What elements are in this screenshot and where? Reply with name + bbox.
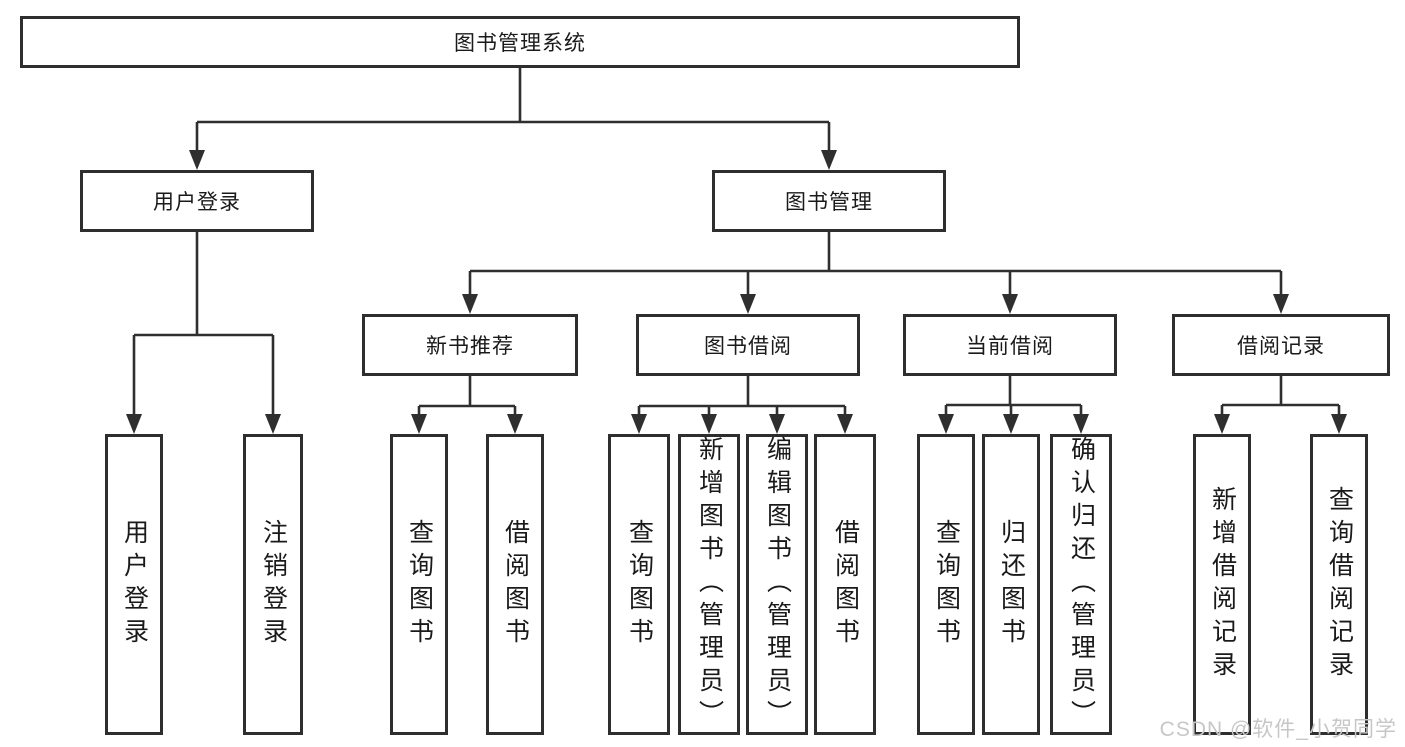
node-label: 新书推荐 (426, 335, 514, 358)
leaf-add-borrow-record: 新增借阅记录 (1193, 434, 1251, 735)
node-label: 借阅记录 (1237, 335, 1325, 358)
leaf-edit-books-admin: 编辑图书（管理员） (746, 434, 808, 735)
leaf-return-books: 归还图书 (982, 434, 1040, 735)
leaf-confirm-return-admin: 确认归还（管理员） (1050, 434, 1112, 735)
node-label: 用户登录 (120, 518, 149, 651)
node-label: 查询图书 (625, 518, 654, 651)
csdn-watermark: CSDN @软件_小贺同学 (1159, 718, 1397, 741)
arrowhead-icon (507, 414, 523, 434)
node-label: 注销登录 (259, 518, 288, 651)
leaf-borrow-books: 借阅图书 (814, 434, 876, 735)
node-library-system: 图书管理系统 (20, 16, 1020, 68)
arrowhead-icon (1003, 414, 1019, 434)
node-book-management: 图书管理 (712, 170, 946, 232)
leaf-query-books-recommend: 查询图书 (390, 434, 448, 735)
node-label: 新增借阅记录 (1208, 485, 1237, 684)
arrowhead-icon (462, 294, 478, 314)
node-label: 当前借阅 (966, 335, 1054, 358)
arrowhead-icon (1073, 414, 1089, 434)
node-label: 归还图书 (997, 518, 1026, 651)
arrowhead-icon (126, 414, 142, 434)
arrowhead-icon (265, 414, 281, 434)
leaf-borrow-books-recommend: 借阅图书 (486, 434, 544, 735)
node-label: 查询图书 (932, 518, 961, 651)
arrowhead-icon (411, 414, 427, 434)
arrowhead-icon (1331, 414, 1347, 434)
arrowhead-icon (938, 414, 954, 434)
node-label: 确认归还（管理员） (1067, 436, 1096, 733)
arrowhead-icon (769, 414, 785, 434)
leaf-user-login: 用户登录 (105, 434, 163, 735)
arrowhead-icon (821, 150, 837, 170)
leaf-query-books-borrowing: 查询图书 (608, 434, 670, 735)
arrowhead-icon (1002, 294, 1018, 314)
node-label: 新增图书（管理员） (695, 436, 724, 733)
connector-path (132, 68, 1341, 416)
node-label: 借阅图书 (831, 518, 860, 651)
node-label: 借阅图书 (501, 518, 530, 651)
node-label: 编辑图书（管理员） (763, 436, 792, 733)
node-label: 图书管理系统 (454, 32, 586, 55)
arrowhead-icon (1273, 294, 1289, 314)
arrowhead-icon (837, 414, 853, 434)
arrowhead-icon (631, 414, 647, 434)
node-label: 图书借阅 (704, 335, 792, 358)
leaf-logout-login: 注销登录 (243, 434, 303, 735)
arrowhead-icon (740, 294, 756, 314)
node-new-book-recommend: 新书推荐 (362, 314, 578, 376)
node-book-borrowing: 图书借阅 (636, 314, 860, 376)
arrowhead-icon (1214, 414, 1230, 434)
node-label: 图书管理 (785, 191, 873, 214)
leaf-query-borrow-record: 查询借阅记录 (1310, 434, 1368, 735)
node-label: 查询借阅记录 (1325, 485, 1354, 684)
leaf-add-books-admin: 新增图书（管理员） (678, 434, 740, 735)
node-borrowing-records: 借阅记录 (1172, 314, 1390, 376)
leaf-query-books-current: 查询图书 (917, 434, 975, 735)
node-current-borrowing: 当前借阅 (903, 314, 1117, 376)
node-label: 查询图书 (405, 518, 434, 651)
node-label: 用户登录 (153, 191, 241, 214)
node-user-login: 用户登录 (80, 170, 314, 232)
arrowhead-icon (701, 414, 717, 434)
arrowhead-icon (189, 150, 205, 170)
